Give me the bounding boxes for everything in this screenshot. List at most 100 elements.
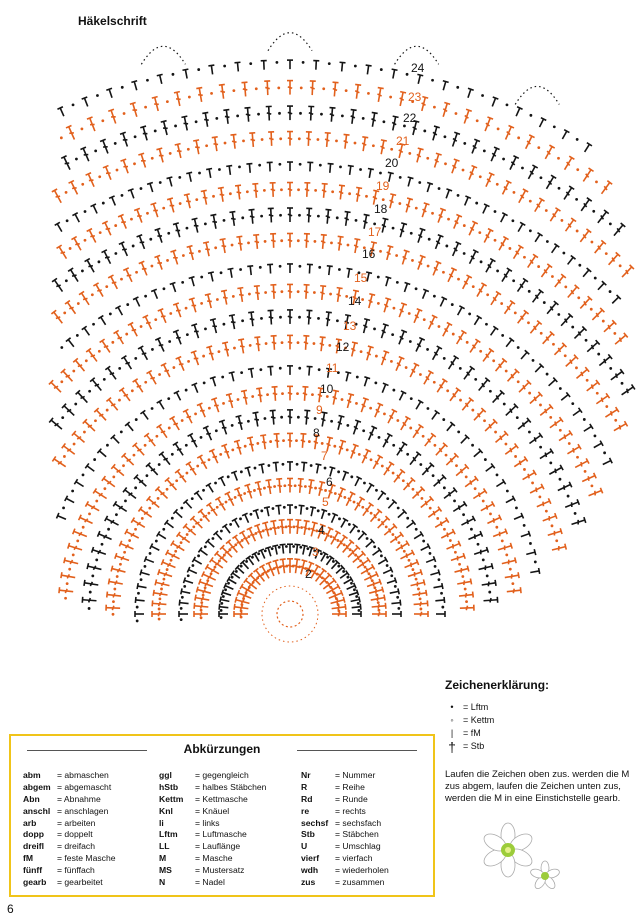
single-crochet-mark: [460, 434, 470, 444]
chain-dot: [454, 112, 458, 115]
double-crochet-mark: [317, 523, 326, 539]
chain-dot: [300, 526, 304, 529]
double-crochet-mark: [391, 115, 399, 131]
double-crochet-mark: [461, 274, 473, 290]
double-crochet-mark: [350, 443, 359, 459]
chain-dot: [248, 292, 251, 296]
abbreviation-key: anschl: [23, 805, 51, 816]
single-crochet-mark: [485, 462, 496, 472]
double-crochet-mark: [393, 468, 406, 483]
double-crochet-mark: [145, 495, 160, 509]
chain-dot: [408, 340, 412, 343]
double-crochet-mark: [455, 329, 467, 345]
chain-dot: [299, 545, 303, 549]
chain-dot: [264, 342, 268, 345]
double-crochet-mark: [353, 237, 361, 254]
single-crochet-mark: [221, 523, 231, 534]
chain-dot: [352, 500, 356, 504]
double-crochet-mark: [104, 365, 117, 380]
double-crochet-mark: [319, 336, 326, 352]
row-number: 13: [343, 319, 357, 333]
double-crochet-mark: [415, 336, 426, 352]
double-crochet-mark: [405, 197, 414, 213]
chain-dot: [212, 194, 215, 198]
chain-dot: [281, 462, 285, 466]
chain-dot: [260, 316, 263, 320]
chain-dot: [511, 582, 515, 586]
chain-dot: [313, 417, 317, 420]
chain-dot: [447, 217, 450, 221]
double-crochet-mark: [137, 506, 153, 518]
double-crochet-mark: [413, 308, 423, 324]
chain-dot: [405, 72, 409, 76]
double-crochet-mark: [437, 207, 447, 223]
double-crochet-mark: [234, 184, 242, 200]
chain-dot: [426, 264, 430, 268]
chain-dot: [443, 135, 447, 139]
chain-dot: [505, 103, 509, 107]
chain-dot: [101, 119, 105, 123]
double-crochet-mark: [140, 125, 148, 141]
abbreviation-key: Stb: [301, 829, 315, 840]
double-crochet-mark: [81, 596, 97, 603]
double-crochet-mark: [468, 530, 484, 541]
double-crochet-mark: [65, 124, 76, 140]
double-crochet-mark: [344, 210, 351, 226]
chain-dot: [183, 584, 187, 588]
double-crochet-mark: [490, 290, 502, 306]
abbreviation-row: sechsf= sechsfach: [301, 818, 389, 830]
chain-dot: [303, 485, 307, 488]
chain-dot: [200, 601, 204, 605]
double-crochet-mark: [105, 396, 119, 411]
chain-dot: [134, 357, 138, 360]
chain-dot: [357, 529, 360, 533]
chain-dot: [369, 458, 373, 462]
single-crochet-mark: [220, 589, 232, 596]
double-crochet-mark: [368, 586, 385, 594]
chain-dot: [545, 240, 549, 243]
chain-dot: [311, 393, 314, 397]
double-crochet-mark: [131, 442, 145, 456]
chain-dot: [357, 271, 361, 275]
chain-dot: [107, 527, 110, 531]
double-crochet-mark: [513, 455, 529, 468]
double-crochet-mark: [451, 241, 462, 257]
double-crochet-mark: [58, 587, 74, 594]
chain-dot: [242, 139, 245, 143]
chain-dot: [317, 368, 321, 372]
chain-dot: [133, 162, 136, 166]
double-crochet-mark: [494, 430, 509, 443]
single-crochet-mark: [436, 611, 446, 617]
chain-dot: [345, 448, 349, 452]
double-crochet-mark: [497, 542, 513, 551]
double-crochet-mark: [461, 515, 476, 526]
double-crochet-mark: [240, 389, 248, 405]
chain-dot: [422, 539, 426, 543]
chain-dot: [185, 333, 189, 337]
single-crochet-mark: [357, 530, 368, 541]
chain-dot: [62, 506, 65, 510]
chain-arc: [140, 45, 186, 65]
chain-dot: [304, 567, 308, 570]
double-crochet-mark: [235, 414, 243, 430]
double-crochet-mark: [598, 353, 613, 367]
chain-dot: [419, 463, 423, 466]
double-crochet-mark: [295, 518, 302, 535]
chain-dot: [106, 443, 109, 447]
single-crochet-mark: [204, 538, 215, 548]
chain-dot: [219, 616, 223, 619]
double-crochet-mark: [404, 559, 420, 569]
double-crochet-mark: [586, 379, 601, 392]
chain-dot: [590, 484, 594, 488]
chain-dot: [187, 95, 191, 99]
chain-dot: [527, 289, 531, 293]
chain-dot: [528, 199, 532, 203]
single-crochet-mark: [534, 231, 543, 243]
double-crochet-mark: [164, 549, 180, 560]
double-crochet-mark: [99, 338, 111, 353]
chain-dot: [443, 527, 446, 531]
chain-dot: [194, 120, 198, 124]
single-crochet-mark: [54, 221, 63, 233]
double-crochet-mark: [529, 483, 545, 494]
